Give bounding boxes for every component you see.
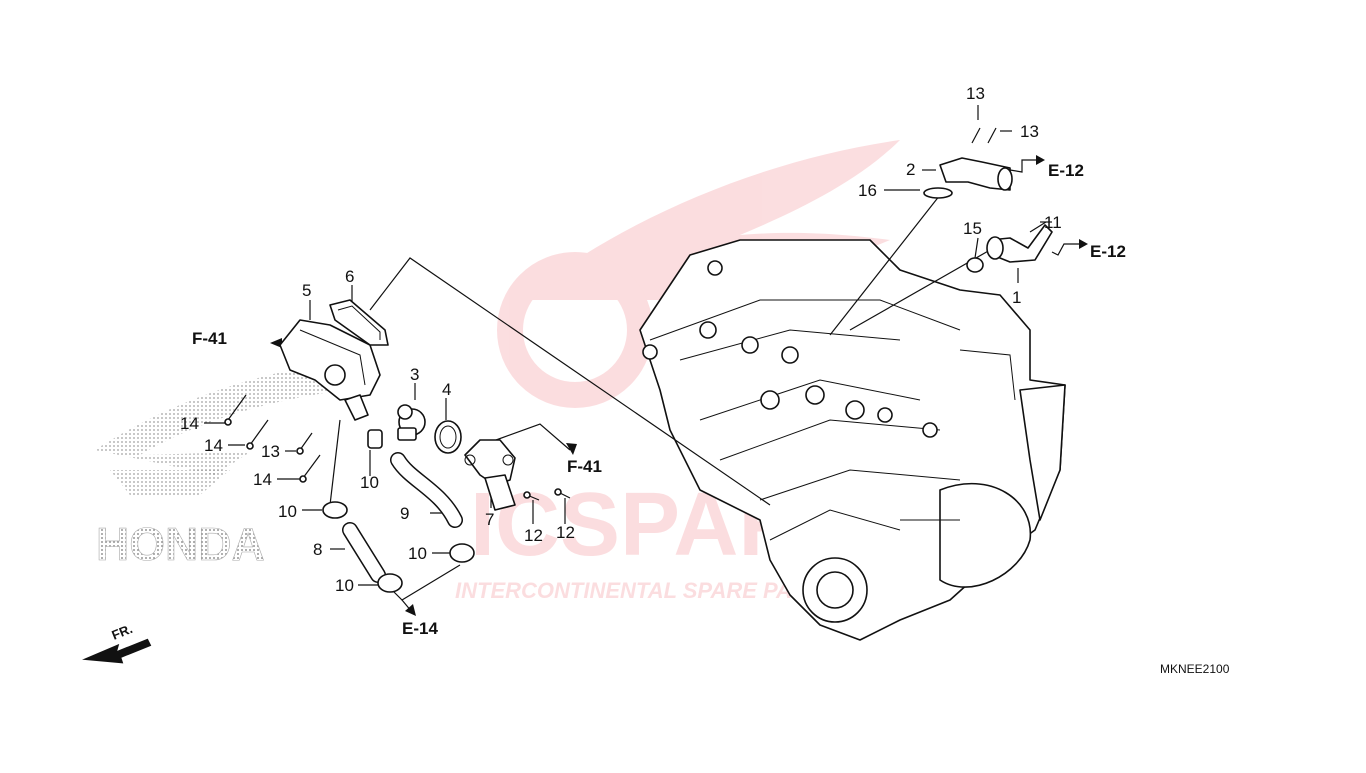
label-10b: 10	[360, 473, 379, 492]
label-8: 8	[313, 540, 322, 559]
ref-f41-right: F-41	[567, 457, 602, 476]
label-10c: 10	[408, 544, 427, 563]
thermostat-cover-7	[464, 439, 516, 511]
seal-15	[966, 257, 984, 273]
ref-e12-top: E-12	[1048, 161, 1084, 180]
o-ring-16	[923, 187, 953, 199]
callout-labels: 1 2 3 4 5 6 7 8 9 10 10 10 10 11 12 12 1…	[180, 84, 1062, 595]
front-label: FR.	[110, 621, 135, 643]
thermostat-3	[397, 404, 426, 441]
gasket-6	[329, 299, 389, 346]
label-7: 7	[485, 510, 494, 529]
honda-brand-text: HONDA	[96, 518, 265, 570]
arrowheads	[270, 155, 1088, 616]
o-ring-4	[434, 420, 462, 454]
label-9: 9	[400, 504, 409, 523]
label-12b: 12	[556, 523, 575, 542]
water-pipe-1	[986, 224, 1053, 263]
label-10d: 10	[335, 576, 354, 595]
thermostat-housing-5	[279, 319, 381, 421]
label-13c: 13	[261, 442, 280, 461]
hose-9	[390, 452, 463, 528]
clamps-10	[322, 429, 475, 593]
label-11: 11	[1044, 213, 1062, 232]
hose-8	[342, 522, 386, 583]
icsparts-tagline-text: INTERCONTINENTAL SPARE PARTS	[455, 578, 836, 603]
label-5: 5	[302, 281, 311, 300]
label-13b: 13	[1020, 122, 1039, 141]
water-pipe-2	[939, 157, 1013, 191]
label-4: 4	[442, 380, 451, 399]
front-arrow	[79, 637, 153, 665]
engine-block	[639, 239, 1066, 641]
label-6: 6	[345, 267, 354, 286]
ref-e12-mid: E-12	[1090, 242, 1126, 261]
reference-labels: F-41 F-41 E-12 E-12 E-14	[192, 161, 1126, 638]
label-14c: 14	[253, 470, 272, 489]
ref-f41-left: F-41	[192, 329, 227, 348]
label-10a: 10	[278, 502, 297, 521]
label-14a: 14	[180, 414, 199, 433]
label-12a: 12	[524, 526, 543, 545]
label-16: 16	[858, 181, 877, 200]
label-15: 15	[963, 219, 982, 238]
label-1: 1	[1012, 288, 1021, 307]
label-14b: 14	[204, 436, 223, 455]
label-2: 2	[906, 160, 915, 179]
label-13a: 13	[966, 84, 985, 103]
ref-e14: E-14	[402, 619, 438, 638]
bolts	[224, 127, 1047, 501]
diagram-code: MKNEE2100	[1160, 662, 1230, 676]
label-3: 3	[410, 365, 419, 384]
honda-wing-watermark: HONDA	[95, 360, 350, 570]
